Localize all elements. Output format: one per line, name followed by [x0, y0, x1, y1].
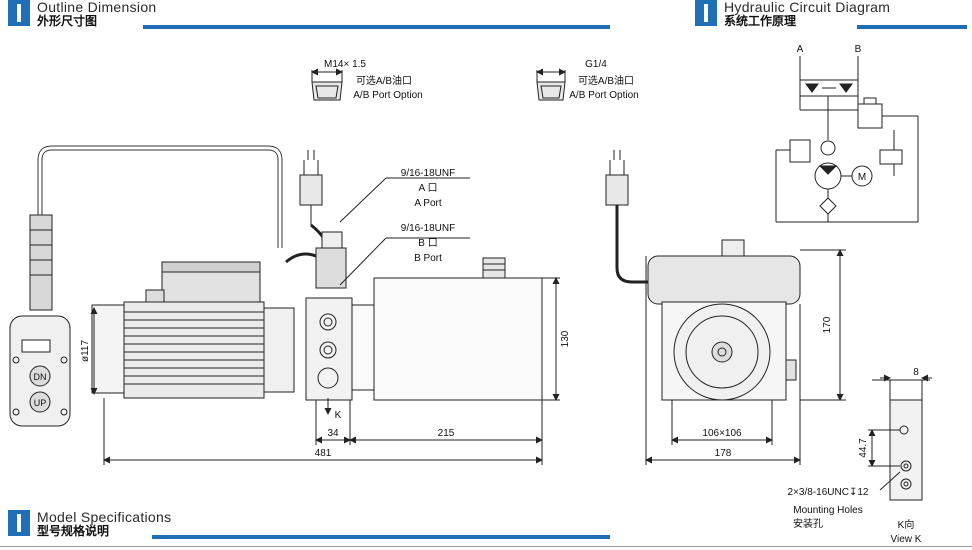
dim-34-label: 34: [327, 428, 339, 439]
electric-motor: [91, 261, 295, 399]
circuit-header: Hydraulic Circuit Diagram 系统工作原理: [695, 0, 890, 28]
dim-44-7-label: 44.7: [858, 438, 869, 458]
dim-8-label: 8: [913, 367, 919, 378]
circuit-title-cn: 系统工作原理: [724, 14, 797, 28]
port-option-metric: [311, 68, 343, 101]
metric-port-cn: 可选A/B油口: [356, 74, 412, 87]
section-marker-icon: [8, 0, 30, 26]
circuit-header-rule: [857, 25, 967, 29]
circuit-title-en: Hydraulic Circuit Diagram: [724, 0, 891, 15]
b-port-en: B Port: [414, 253, 442, 264]
model-title-en: Model Specifications: [37, 509, 172, 525]
pendant-up-label: UP: [34, 398, 47, 408]
motor-diameter-label: ø117: [80, 340, 91, 362]
b-port-cn: B 口: [418, 238, 437, 249]
a-port-thread: 9/16-18UNF: [401, 168, 455, 179]
front-view: [605, 150, 846, 465]
flange-size-label: 106×106: [702, 428, 742, 439]
port-option-bsp: [536, 68, 566, 101]
outline-header: Outline Dimension 外形尺寸图: [8, 0, 157, 28]
mounting-en: Mounting Holes: [793, 505, 862, 516]
a-port-en: A Port: [414, 198, 441, 209]
outline-header-rule: [143, 25, 610, 29]
dim-481-label: 481: [315, 448, 332, 459]
pendant-controller: [9, 315, 71, 427]
side-dimensions: [90, 177, 560, 465]
hydraulic-circuit: [775, 56, 919, 223]
view-k-en: View K: [891, 534, 922, 545]
solenoid-valve: [285, 231, 347, 289]
view-k-marker: K: [335, 410, 342, 421]
mounting-cn: 安装孔: [793, 517, 823, 530]
bsp-thread-label: G1/4: [585, 59, 607, 70]
bsp-port-en: A/B Port Option: [569, 90, 638, 101]
mounting-spec: 2×3/8-16UNC↧12: [788, 487, 869, 498]
pendant-cable: [29, 145, 283, 311]
view-k-drawing: [868, 374, 932, 501]
b-port-thread: 9/16-18UNF: [401, 223, 455, 234]
metric-port-en: A/B Port Option: [353, 90, 422, 101]
height-130-label: 130: [560, 330, 571, 347]
model-header-rule: [152, 535, 610, 539]
circuit-port-b: B: [855, 44, 862, 55]
metric-thread-label: M14× 1.5: [324, 59, 366, 70]
dim-215-label: 215: [438, 428, 455, 439]
a-port-cn: A 口: [419, 183, 438, 194]
bottom-rule: [0, 546, 972, 547]
pendant-down-label: DN: [34, 372, 47, 382]
height-170-label: 170: [822, 316, 833, 333]
bsp-port-cn: 可选A/B油口: [578, 74, 634, 87]
view-k-cn: K向: [898, 518, 915, 531]
section-marker-icon: [8, 510, 30, 536]
oil-tank: [373, 257, 543, 401]
motor-symbol: M: [858, 172, 866, 183]
manifold-block: [305, 297, 375, 401]
model-header: Model Specifications 型号规格说明: [8, 510, 171, 538]
circuit-port-a: A: [797, 44, 804, 55]
outline-title-en: Outline Dimension: [37, 0, 157, 15]
outline-title-cn: 外形尺寸图: [37, 14, 98, 28]
width-178-label: 178: [715, 448, 732, 459]
model-title-cn: 型号规格说明: [37, 524, 110, 538]
section-marker-icon: [695, 0, 717, 26]
